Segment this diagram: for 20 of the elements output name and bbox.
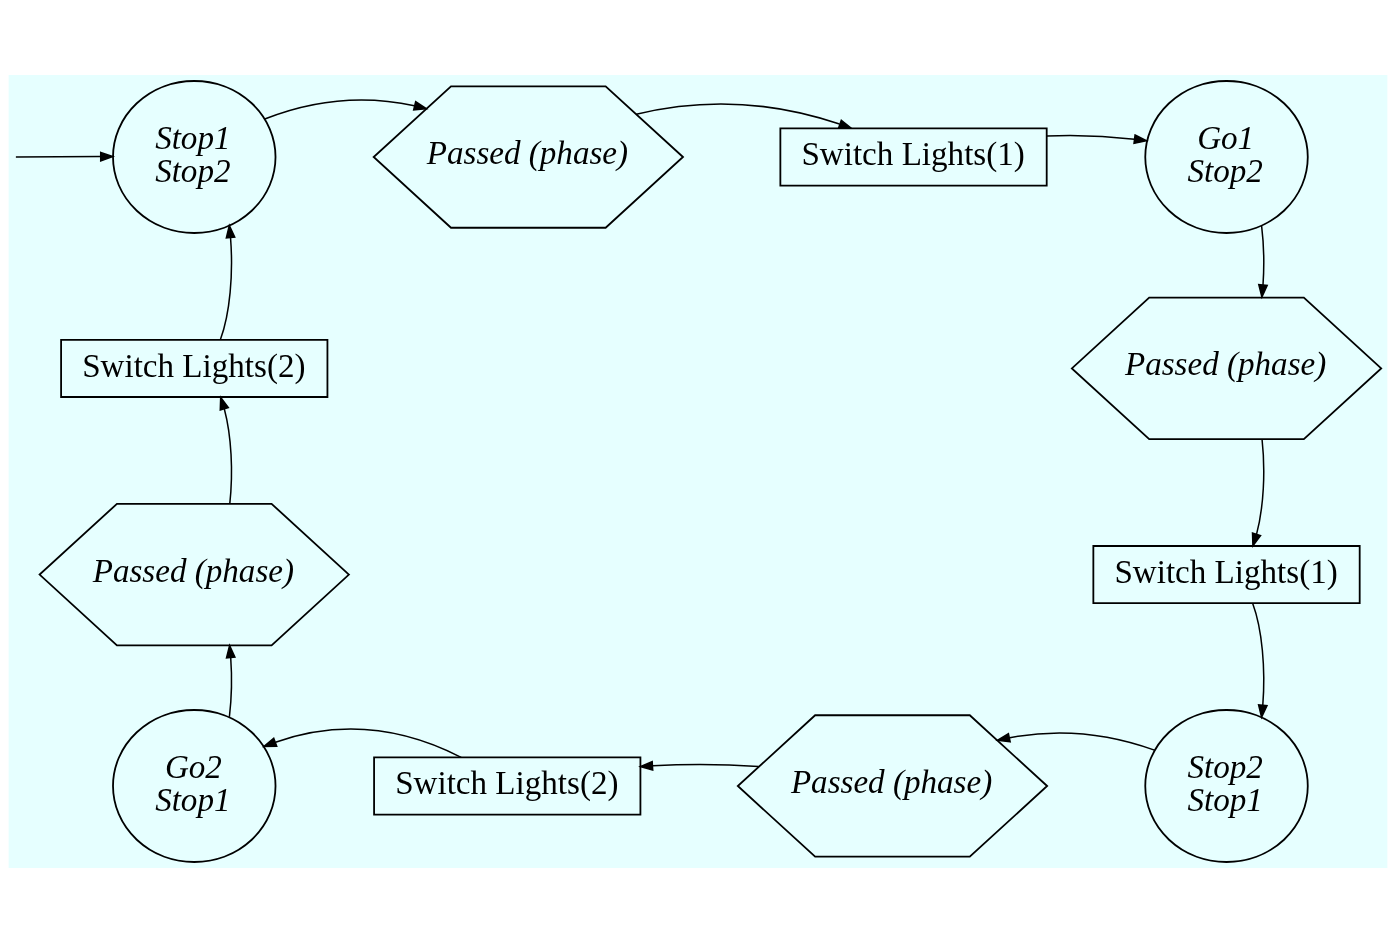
node-box: Switch Lights(2)	[60, 338, 329, 398]
arrow	[1251, 602, 1269, 720]
node-box: Switch Lights(2)	[373, 756, 642, 815]
arrow	[1257, 224, 1269, 299]
arrow	[264, 98, 429, 120]
arrow	[638, 760, 760, 771]
arrow	[219, 222, 236, 340]
node-circle: Stop2 Stop1	[1144, 708, 1309, 863]
arrow	[225, 642, 236, 718]
arrow	[1251, 438, 1265, 548]
node-circle: Stop1 Stop2	[112, 79, 277, 234]
node-box: Switch Lights(1)	[779, 127, 1048, 186]
arrow	[219, 394, 233, 505]
arrow	[15, 150, 115, 162]
node-circle: Go1 Stop2	[1144, 79, 1309, 234]
arrow	[635, 102, 854, 129]
arrow	[995, 731, 1156, 751]
arrow	[1046, 133, 1149, 144]
node-box: Switch Lights(1)	[1092, 544, 1361, 604]
arrow	[261, 727, 462, 758]
